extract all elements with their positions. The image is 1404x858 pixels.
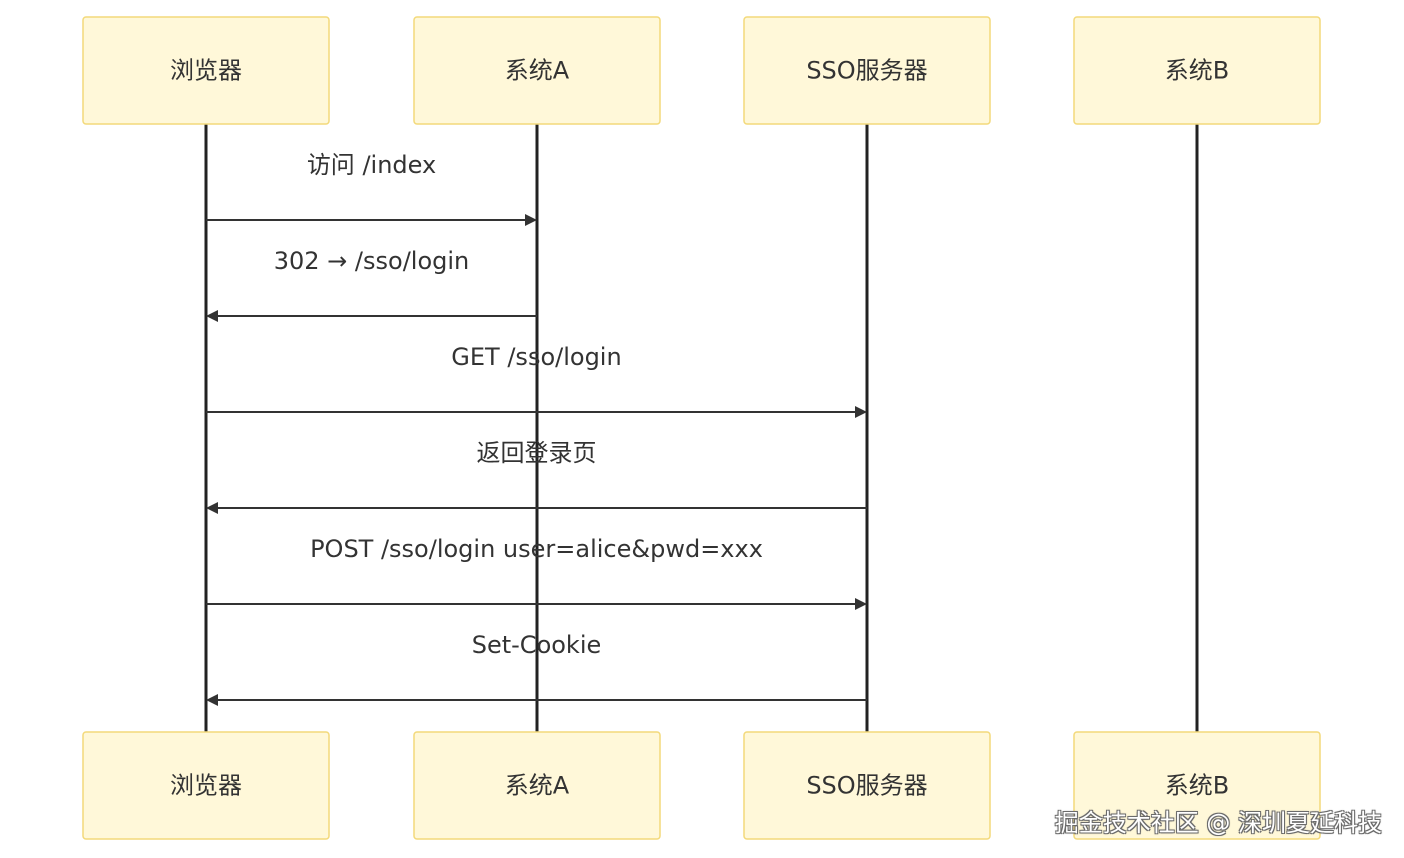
actor-box xyxy=(413,16,661,125)
actor-systemB-top: 系统B xyxy=(1073,16,1321,125)
actor-sso-top: SSO服务器 xyxy=(743,16,991,125)
actor-systemA-top: 系统A xyxy=(413,16,661,125)
actor-box xyxy=(82,731,330,840)
message-3: GET /sso/login xyxy=(206,343,867,418)
actor-box xyxy=(743,16,991,125)
actor-box xyxy=(743,731,991,840)
message-label: 302 → /sso/login xyxy=(274,247,470,275)
actor-box xyxy=(82,16,330,125)
message-2: 302 → /sso/login xyxy=(206,247,537,322)
actor-label: SSO服务器 xyxy=(806,57,927,85)
actor-label: 系统B xyxy=(1165,772,1229,800)
actor-box xyxy=(413,731,661,840)
actor-box xyxy=(1073,731,1321,840)
actor-label: 系统A xyxy=(505,772,570,800)
message-label: POST /sso/login user=alice&pwd=xxx xyxy=(310,535,763,563)
actor-browser-bottom: 浏览器 xyxy=(82,731,330,840)
actor-label: 系统B xyxy=(1165,57,1229,85)
actor-box xyxy=(1073,16,1321,125)
message-4: 返回登录页 xyxy=(206,439,867,514)
watermark: 掘金技术社区 @ 深圳夏延科技 xyxy=(1054,809,1382,837)
actor-label: SSO服务器 xyxy=(806,772,927,800)
actor-label: 系统A xyxy=(505,57,570,85)
actor-label: 浏览器 xyxy=(170,57,242,85)
actor-browser-top: 浏览器 xyxy=(82,16,330,125)
message-label: 返回登录页 xyxy=(477,439,597,467)
actor-label: 浏览器 xyxy=(170,772,242,800)
message-label: Set-Cookie xyxy=(472,631,602,659)
message-label: GET /sso/login xyxy=(451,343,621,371)
message-5: POST /sso/login user=alice&pwd=xxx xyxy=(206,535,867,610)
message-6: Set-Cookie xyxy=(206,631,867,706)
actor-systemA-bottom: 系统A xyxy=(413,731,661,840)
actor-sso-bottom: SSO服务器 xyxy=(743,731,991,840)
message-1: 访问 /index xyxy=(206,151,537,226)
actor-systemB-bottom: 系统B xyxy=(1073,731,1321,840)
message-label: 访问 /index xyxy=(307,151,436,179)
